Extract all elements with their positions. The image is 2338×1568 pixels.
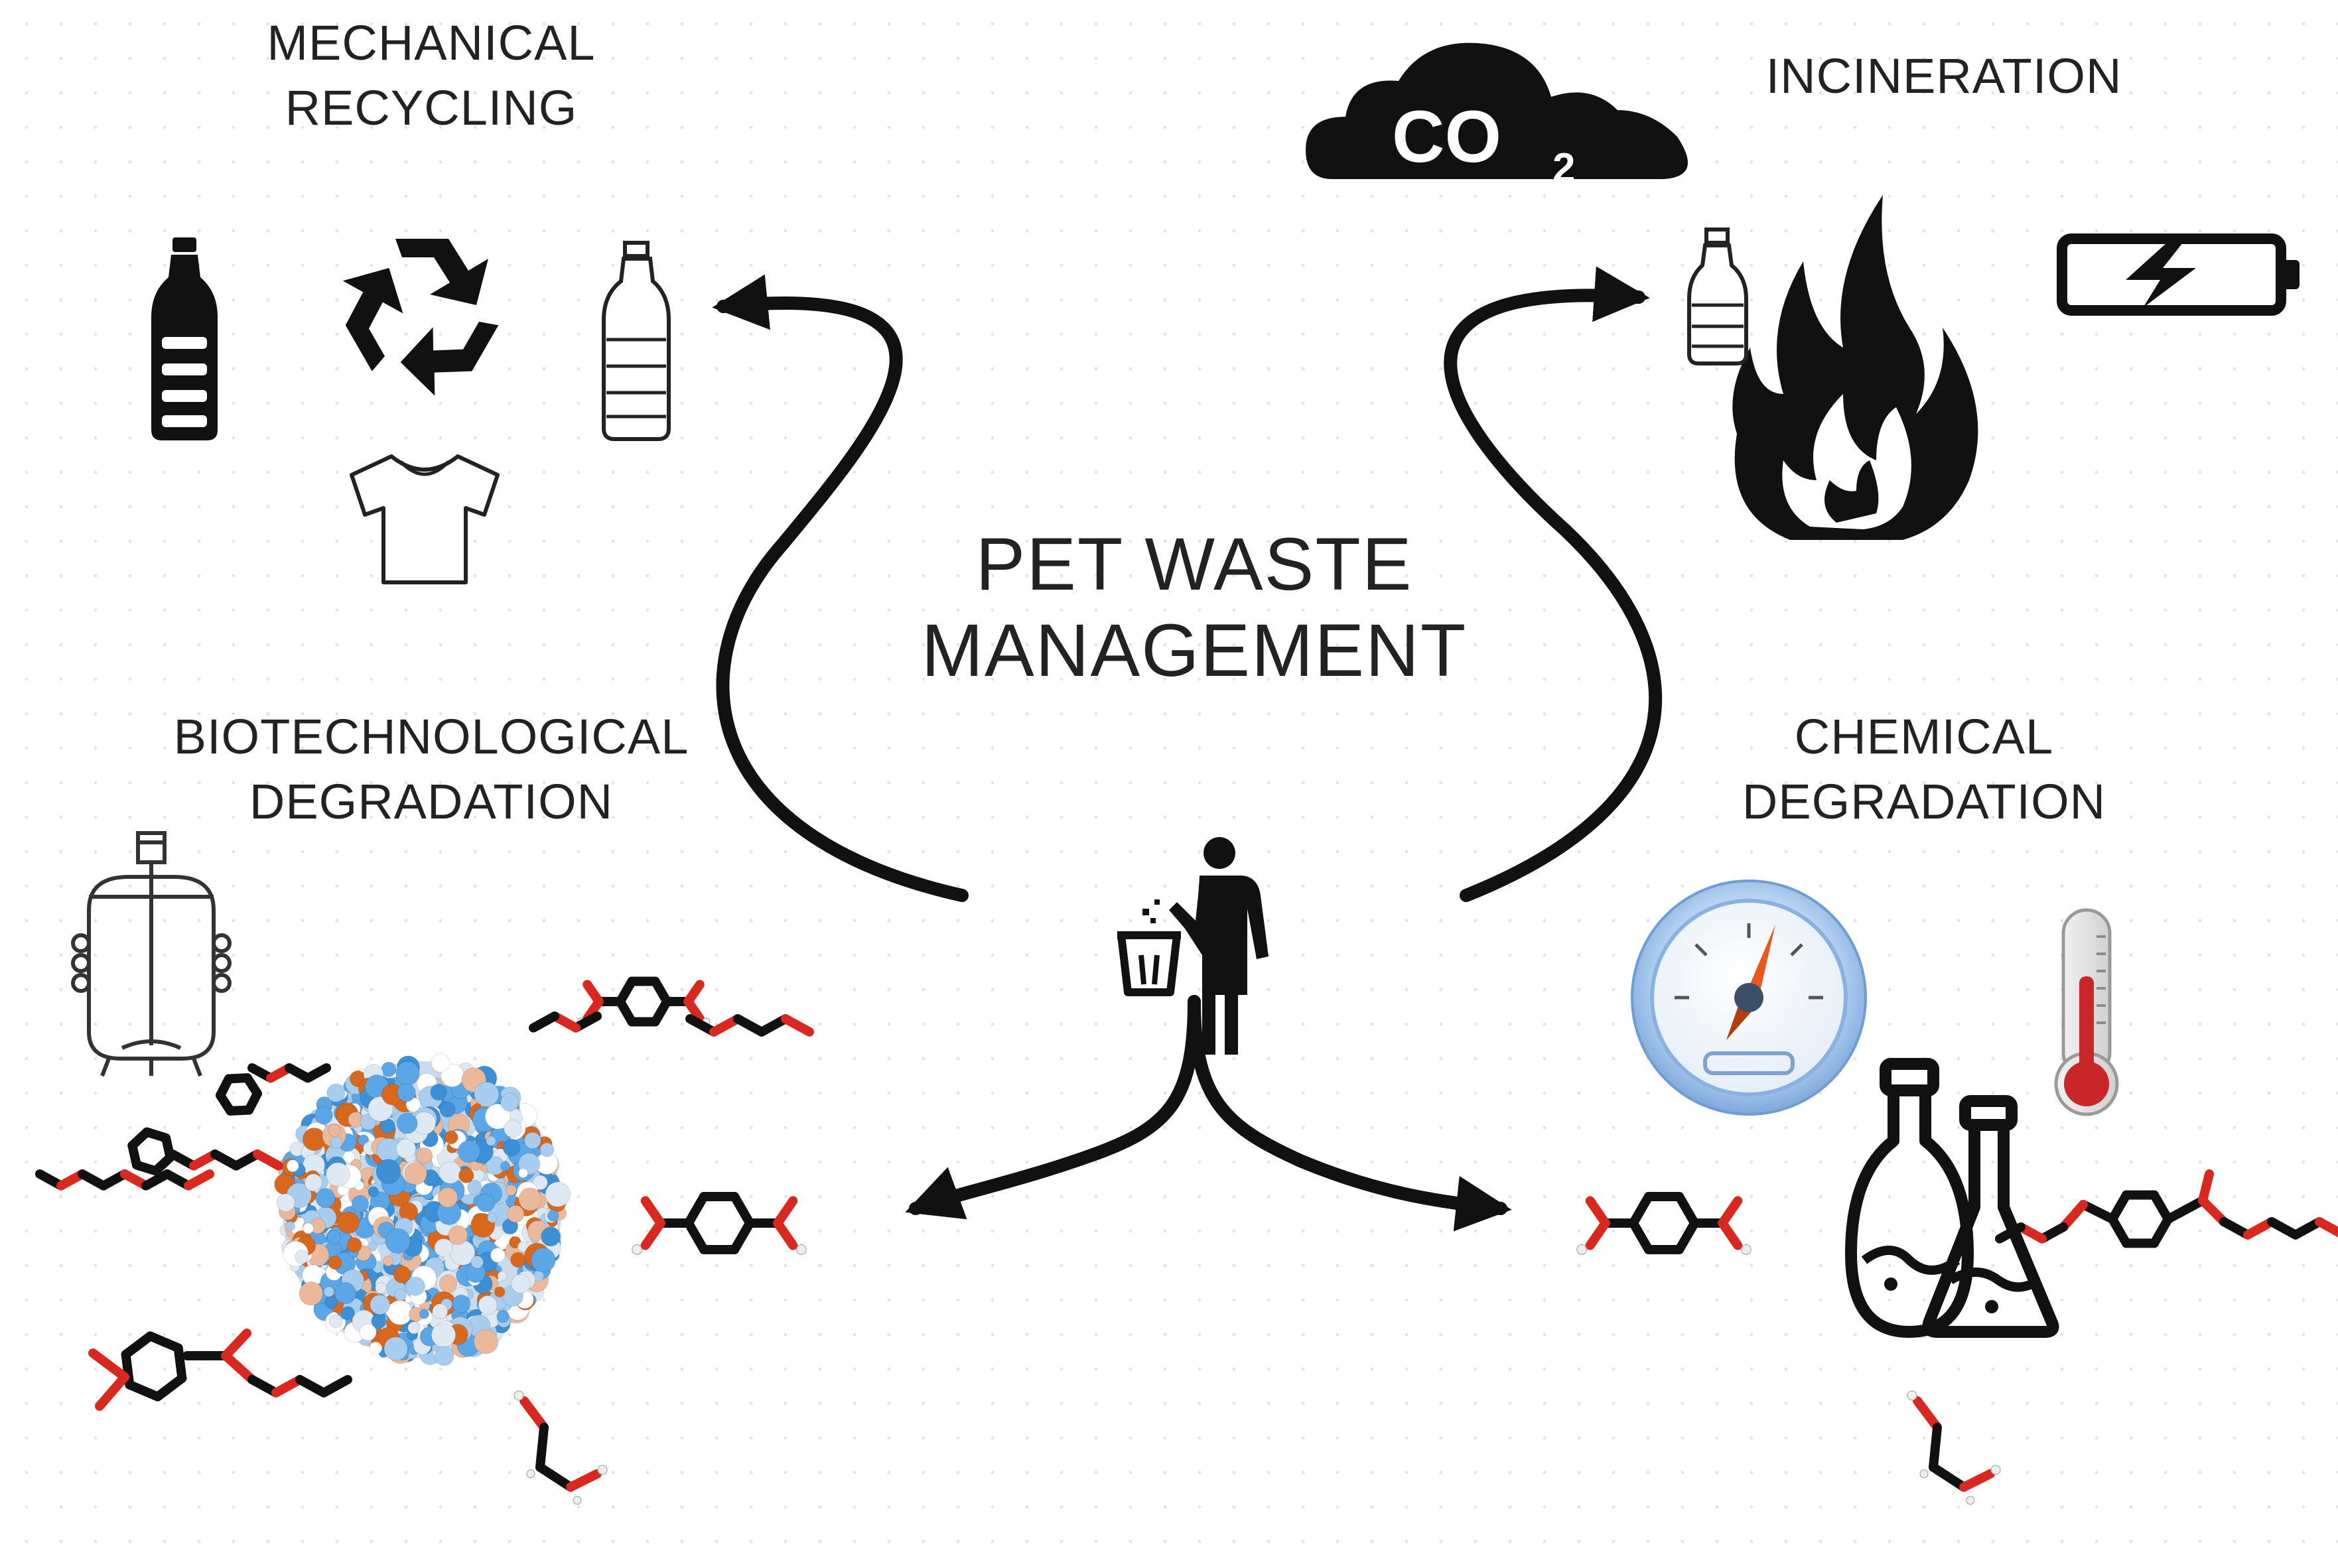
flame-icon <box>1732 195 1978 540</box>
arrow-to-incineration <box>1444 266 1663 902</box>
arrow-to-biotechnological-degradation <box>905 995 1201 1220</box>
arrow-to-chemical-degradation <box>1188 995 1512 1232</box>
pet-waste-management-title: PET WASTE MANAGEMENT <box>921 523 1468 692</box>
incineration-label: INCINERATION <box>1765 48 2122 103</box>
bottle-in-fire-icon <box>1687 228 1748 365</box>
chemical-degradation-label: CHEMICAL DEGRADATION <box>1742 709 2106 829</box>
lab-flasks-icon <box>1845 1058 2059 1338</box>
person-trash-icon <box>1117 837 1269 1055</box>
filled-bottle-icon <box>151 237 218 440</box>
co2-formula: CO <box>1392 96 1501 178</box>
battery-icon <box>2057 233 2300 316</box>
co2-cloud-icon: CO 2 <box>1306 42 1688 191</box>
molecule-group-right <box>1576 1169 2338 1505</box>
bioreactor-icon <box>71 831 232 1077</box>
pressure-gauge-icon <box>1631 880 1867 1116</box>
enzyme-structure-icon <box>274 1053 571 1366</box>
co2-subscript: 2 <box>1552 145 1575 191</box>
biotechnological-degradation-label: BIOTECHNOLOGICAL DEGRADATION <box>173 709 689 829</box>
recycle-icon <box>342 239 499 396</box>
mechanical-recycling-label: MECHANICAL RECYCLING <box>267 15 596 135</box>
arrow-to-mechanical-recycling <box>712 274 969 902</box>
outline-bottle-icon <box>602 241 671 441</box>
shirt-icon <box>350 454 500 584</box>
molecule-group-left <box>35 976 814 1505</box>
thermometer-icon <box>2054 908 2119 1116</box>
